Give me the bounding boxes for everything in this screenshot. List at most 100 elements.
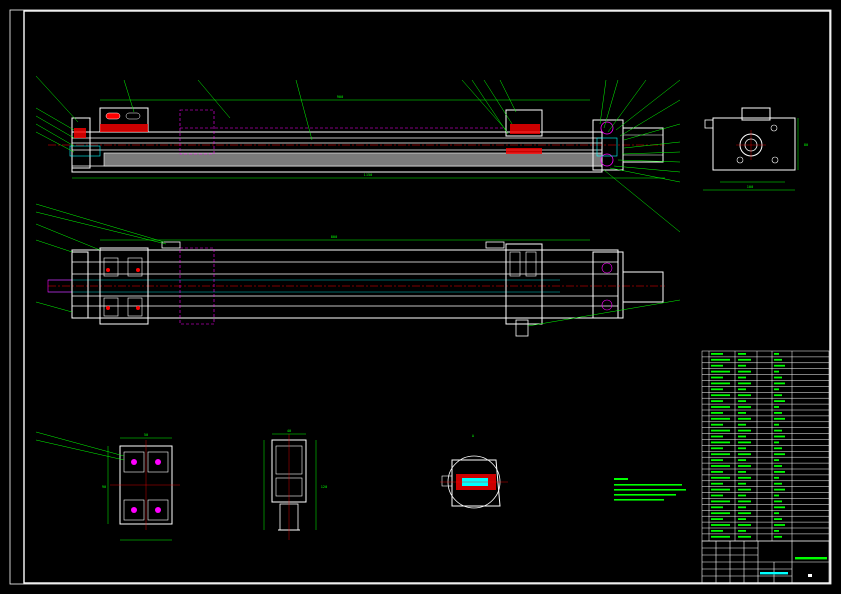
bom-entry-text [738,488,751,491]
bom-entry-text [774,364,785,367]
dim-top-span: 900 [337,95,344,99]
dim-bearing-width: 40 [287,429,291,433]
bom-entry-text [738,412,746,414]
bom-entry-text [738,459,746,461]
bom-entry-text [738,512,751,515]
bom-entry-text [711,394,730,397]
plan-view: 800 [35,203,681,337]
bom-entry-text [711,512,730,515]
bom-entry-text [738,376,746,379]
bom-entry-text [711,494,723,497]
end-view: 100 80 [703,107,808,191]
bom-entry-text [738,535,751,538]
bom-entry-text [774,488,785,491]
bom-entry-text [774,435,785,438]
bom-entry-text [711,453,730,456]
bom-entry-text [738,364,746,367]
bom-entry-text [774,370,779,373]
bom-entry-text [774,400,785,402]
bom-entry-text [738,400,746,402]
bom-entry-text [774,465,782,467]
bom-entry-text [774,494,779,497]
bom-entry-text [774,358,782,361]
bom-entry-text [774,482,782,485]
bom-entry-text [774,376,782,379]
bom-entry-text [738,500,751,503]
bom-entry-text [774,447,782,450]
technical-notes [614,478,686,501]
front-view: 900 1150 [35,75,681,233]
bom-entry-text [774,459,779,461]
bom-entry-text [711,417,730,420]
bom-entry-text [738,435,746,438]
section-view-a: A [440,434,508,509]
bom-entry-text [711,388,723,391]
bom-entry-text [774,382,785,385]
bom-entry-text [711,500,730,503]
bom-entry-text [738,494,746,497]
bom-entry-text [774,406,779,408]
bom-entry-text [774,394,782,397]
dim-end-view-width: 100 [747,185,754,189]
drawing-frame [9,9,832,585]
bom-entry-text [738,370,751,373]
bom-entry-text [711,435,723,438]
dim-top-overall: 1150 [364,173,373,177]
bom-entry-text [774,471,785,473]
bom-entry-text [711,441,730,444]
bom-entry-text [711,358,730,361]
dim-bearing-height: 120 [321,485,328,489]
bom-entry-text [711,535,730,538]
bom-entry-text [738,394,751,397]
bill-of-materials [701,350,830,542]
bom-entry-text [738,482,746,485]
bom-entry-text [738,423,746,426]
bom-entry-text [774,412,782,414]
bearing-support-detail-view: 40 120 [263,429,328,540]
bom-entry-text [711,530,723,532]
bom-entry-text [738,476,751,479]
bom-entry-text [711,382,730,385]
bom-entry-text [711,364,723,367]
bom-entry-text [711,353,723,355]
bom-entry-text [711,376,723,379]
bom-entry-text [711,471,723,473]
bom-entry-text [711,488,730,491]
bom-entry-text [774,476,779,479]
bom-entry-text [774,353,779,355]
carriage-detail-view: 50 90 [35,431,180,541]
bom-entry-text [711,476,730,479]
bom-entry-text [738,353,746,355]
bom-entry-text [711,400,723,402]
bom-entry-text [711,459,723,461]
bom-entry-text [774,506,785,509]
bom-entry-text [738,524,751,526]
bom-entry-text [738,406,751,408]
bom-entry-text [774,441,779,444]
bom-entry-text [711,518,723,520]
dim-carriage-height: 90 [102,485,106,489]
bom-entry-text [774,417,785,420]
bom-entry-text [774,535,782,538]
bom-entry-text [711,406,730,408]
bom-entry-text [774,512,779,515]
bom-entry-text [738,453,751,456]
bom-entry-text [711,429,730,432]
bom-entry-text [711,423,723,426]
bom-entry-text [774,500,782,503]
bom-entry-text [738,388,746,391]
bom-entry-text [774,423,779,426]
bom-entry-text [774,530,779,532]
title-block [701,540,830,584]
dim-plan-span: 800 [331,235,338,239]
dim-end-view-height: 80 [804,143,808,147]
bom-entry-text [711,447,723,450]
bom-entry-text [774,429,782,432]
bom-entry-text [774,524,785,526]
bom-entry-text [738,471,746,473]
bom-entry-text [711,524,730,526]
section-label: A [472,434,475,438]
bom-entry-text [711,370,730,373]
dim-carriage-width: 50 [144,433,148,437]
